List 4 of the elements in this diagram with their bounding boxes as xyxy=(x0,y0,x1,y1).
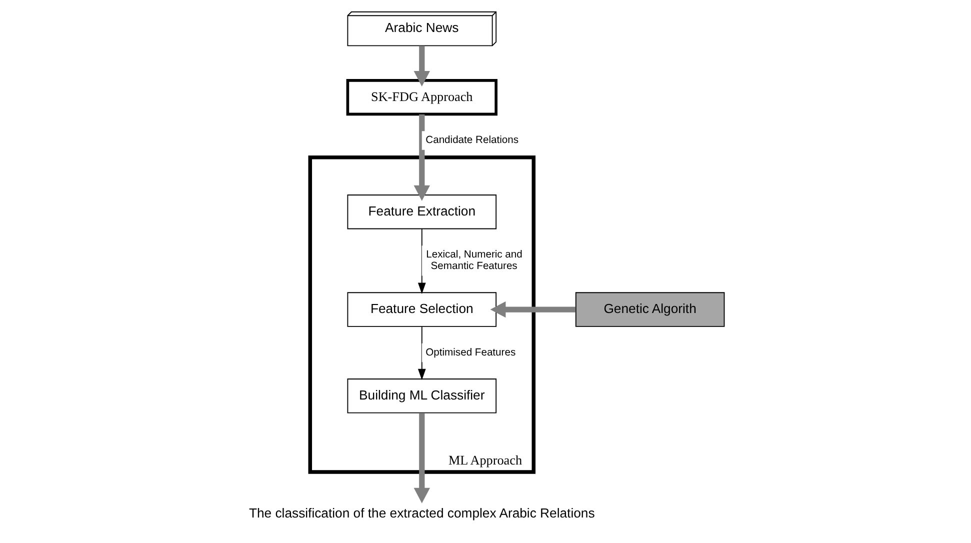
edge-label: Lexical, Numeric and Semantic Features xyxy=(426,250,522,272)
edge-label: Optimised Features xyxy=(426,347,516,358)
node-text: The classification of the extracted complex Arabic Relations xyxy=(248,506,595,521)
edge-label: Candidate Relations xyxy=(426,135,519,146)
